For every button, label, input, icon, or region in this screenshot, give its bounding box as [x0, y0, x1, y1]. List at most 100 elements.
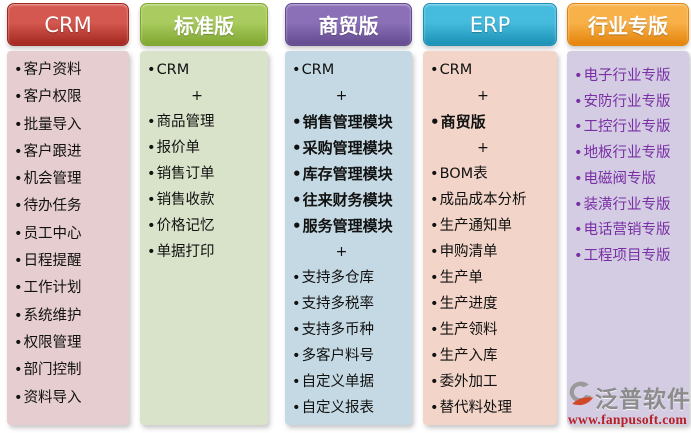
- bullet-icon: •: [14, 116, 23, 133]
- feature-item-label: 机会管理: [23, 171, 82, 188]
- feature-item-label: 客户权限: [23, 89, 82, 106]
- feature-item-label: BOM表: [439, 166, 488, 182]
- feature-item: •销售订单: [140, 161, 268, 187]
- feature-item-label: 批量导入: [23, 116, 82, 133]
- feature-item-label: 安防行业专版: [583, 93, 671, 110]
- bullet-icon: •: [292, 270, 301, 286]
- feature-item: •机会管理: [7, 166, 129, 193]
- feature-item: •客户跟进: [7, 139, 129, 166]
- bullet-icon: •: [292, 62, 301, 78]
- feature-item-label: 工作计划: [23, 280, 82, 297]
- bullet-icon: •: [147, 114, 156, 130]
- feature-item: •成品成本分析: [423, 187, 557, 213]
- column-trade-edition-body: •CRM+•销售管理模块•采购管理模块•库存管理模块•往来财务模块•服务管理模块…: [285, 51, 412, 425]
- feature-item-label: 销售管理模块: [302, 113, 393, 131]
- column-crm-header: CRM: [7, 3, 129, 46]
- feature-item-label: 支持多币种: [301, 322, 375, 338]
- feature-item-label: 自定义单据: [301, 374, 375, 390]
- bullet-icon: •: [574, 170, 583, 187]
- feature-item: •批量导入: [7, 112, 129, 139]
- bullet-icon: •: [430, 400, 439, 416]
- feature-item: •工控行业专版: [567, 115, 689, 141]
- feature-item: •待办任务: [7, 193, 129, 220]
- feature-item: •生产领料: [423, 317, 557, 343]
- feature-item: •客户资料: [7, 57, 129, 84]
- bullet-icon: •: [14, 62, 23, 78]
- bullet-icon: •: [430, 374, 439, 390]
- bullet-icon: •: [574, 145, 583, 162]
- bullet-icon: •: [292, 139, 302, 157]
- bullet-icon: •: [292, 191, 302, 209]
- bullet-icon: •: [292, 400, 301, 416]
- feature-item: •电磁阀专版: [567, 167, 689, 193]
- bullet-icon: •: [14, 280, 23, 297]
- column-erp-body: •CRM+•商贸版+•BOM表•成品成本分析•生产通知单•申购清单•生产单•生产…: [423, 51, 557, 425]
- feature-item: •采购管理模块: [285, 135, 412, 161]
- bullet-icon: •: [430, 322, 439, 338]
- feature-item: •往来财务模块: [285, 187, 412, 213]
- watermark-brand-name: 泛普软件: [595, 387, 691, 413]
- bullet-icon: •: [574, 119, 583, 136]
- feature-item: •服务管理模块: [285, 213, 412, 239]
- column-industry-editions-body: •电子行业专版•安防行业专版•工控行业专版•地板行业专版•电磁阀专版•装潢行业专…: [567, 51, 689, 425]
- feature-item-label: 商贸版: [440, 113, 486, 131]
- feature-item: •工作计划: [7, 275, 129, 302]
- feature-item: •CRM: [423, 57, 557, 83]
- feature-item-label: 支持多税率: [301, 296, 375, 312]
- feature-item-label: CRM: [301, 62, 335, 78]
- column-trade-edition: 商贸版 •CRM+•销售管理模块•采购管理模块•库存管理模块•往来财务模块•服务…: [285, 3, 412, 425]
- bullet-icon: •: [292, 374, 301, 390]
- bullet-icon: •: [430, 62, 439, 78]
- feature-item: •销售管理模块: [285, 109, 412, 135]
- feature-item-label: 日程提醒: [23, 253, 82, 270]
- bullet-icon: •: [574, 196, 583, 213]
- feature-item-label: 单据打印: [156, 244, 215, 260]
- bullet-icon: •: [574, 68, 583, 84]
- feature-item: •商贸版: [423, 109, 557, 135]
- feature-item: •资料导入: [7, 385, 129, 412]
- plus-separator: +: [335, 244, 348, 260]
- feature-item: •生产单: [423, 265, 557, 291]
- feature-item: •电子行业专版: [567, 64, 689, 90]
- feature-item-label: 自定义报表: [301, 400, 375, 416]
- feature-item: •委外加工: [423, 369, 557, 395]
- feature-item: •报价单: [140, 135, 268, 161]
- feature-item: •支持多币种: [285, 317, 412, 343]
- bullet-icon: •: [292, 113, 302, 131]
- bullet-icon: •: [14, 334, 23, 351]
- feature-item: •客户权限: [7, 84, 129, 111]
- column-standard-edition-header: 标准版: [140, 3, 268, 46]
- bullet-icon: •: [14, 198, 23, 215]
- bullet-icon: •: [14, 389, 23, 406]
- feature-item: •系统维护: [7, 303, 129, 330]
- feature-item-label: 销售收款: [156, 192, 215, 208]
- feature-item-label: 电子行业专版: [583, 68, 671, 84]
- bullet-icon: •: [292, 217, 302, 235]
- bullet-icon: •: [14, 253, 23, 270]
- bullet-icon: •: [14, 89, 23, 106]
- column-erp: ERP •CRM+•商贸版+•BOM表•成品成本分析•生产通知单•申购清单•生产…: [423, 3, 557, 425]
- bullet-icon: •: [430, 296, 439, 312]
- feature-item: •商品管理: [140, 109, 268, 135]
- feature-item-label: 装潢行业专版: [583, 196, 671, 213]
- bullet-icon: •: [574, 247, 583, 264]
- feature-item-label: 待办任务: [23, 198, 82, 215]
- feature-item-label: 报价单: [156, 140, 201, 156]
- feature-item: •CRM: [140, 57, 268, 83]
- feature-item-label: 生产入库: [439, 348, 498, 364]
- watermark-brand-row: 泛普软件: [568, 380, 690, 414]
- column-standard-edition: 标准版 •CRM+•商品管理•报价单•销售订单•销售收款•价格记忆•单据打印: [140, 3, 268, 425]
- feature-item-label: 申购清单: [439, 244, 498, 260]
- bullet-icon: •: [430, 192, 439, 208]
- feature-item-label: 工程项目专版: [583, 247, 671, 264]
- plus-separator: +: [477, 88, 489, 104]
- feature-item-label: 价格记忆: [156, 218, 215, 234]
- feature-item-label: 多客户料号: [301, 348, 375, 364]
- feature-item-label: 支持多仓库: [301, 270, 375, 286]
- bullet-icon: •: [292, 322, 301, 338]
- feature-item-label: 客户资料: [23, 62, 82, 78]
- feature-item-label: 成品成本分析: [439, 192, 527, 208]
- bullet-icon: •: [292, 296, 301, 312]
- column-crm-body: •客户资料•客户权限•批量导入•客户跟进•机会管理•待办任务•员工中心•日程提醒…: [7, 51, 129, 425]
